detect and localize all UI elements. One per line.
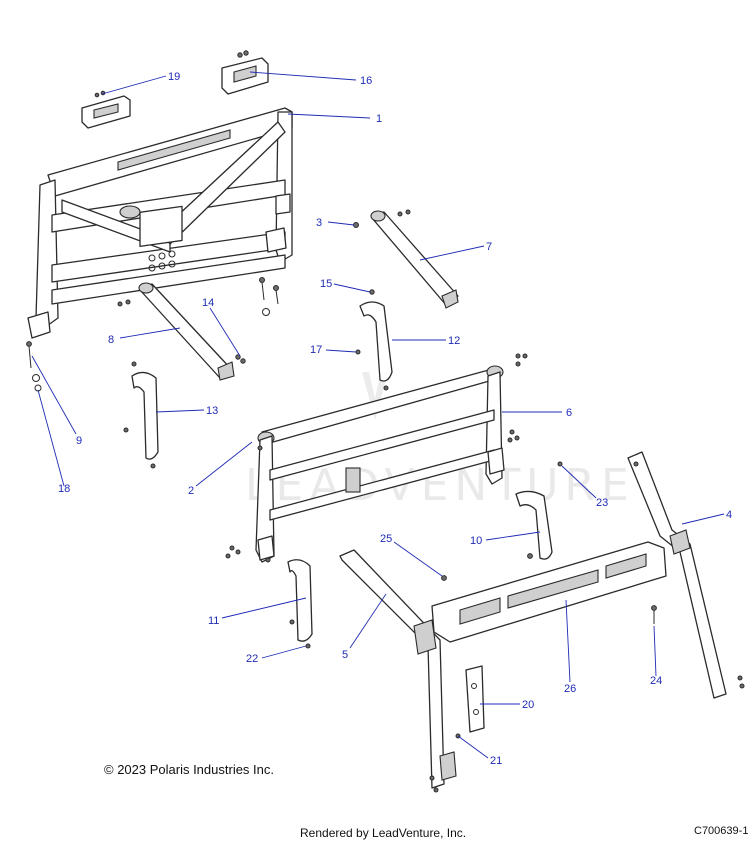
part-3-bolt[interactable] [353,222,359,228]
part-20-bracket[interactable] [465,665,485,733]
part-5-front-pillar[interactable] [339,549,457,793]
part-25-fastener[interactable] [441,575,447,581]
callout-1[interactable]: 1 [376,113,382,125]
callout-17[interactable]: 17 [310,344,322,356]
leader-lines [31,71,725,759]
callout-14[interactable]: 14 [202,297,214,309]
callout-18[interactable]: 18 [58,483,70,495]
center-bolts[interactable] [259,277,279,316]
part-13-grab-handle[interactable] [123,361,159,469]
part-14-fasteners[interactable] [235,354,246,364]
cab-frame-fasteners[interactable] [225,353,528,563]
callout-16[interactable]: 16 [360,75,372,87]
part-4-rear-pillar[interactable] [627,451,745,699]
part-11-grab-handle[interactable] [287,559,313,642]
part-17-fastener[interactable] [355,349,361,355]
part-1-rear-frame[interactable] [27,107,293,339]
rendered-by-text: Rendered by LeadVenture, Inc. [300,826,467,840]
callout-25[interactable]: 25 [380,533,392,545]
callout-labels: 1 2 3 4 5 6 7 8 9 10 11 12 13 14 15 16 1… [58,71,732,767]
callout-15[interactable]: 15 [320,278,332,290]
part-7-brace[interactable] [370,209,459,309]
callout-22[interactable]: 22 [246,653,258,665]
callout-11[interactable]: 11 [208,615,219,627]
callout-5[interactable]: 5 [342,649,348,661]
part-26-header-panel[interactable] [431,541,667,643]
part-15-fastener[interactable] [369,289,375,295]
part-6-cab-frame[interactable] [255,365,505,563]
callout-26[interactable]: 26 [564,683,576,695]
callout-9[interactable]: 9 [76,435,82,447]
part-16-light-housing[interactable] [221,50,269,95]
copyright-text: © 2023 Polaris Industries Inc. [104,762,274,777]
part-8-brace[interactable] [117,282,235,381]
callout-21[interactable]: 21 [490,755,502,767]
part-22-fastener[interactable] [305,643,311,649]
part-19-small-housing[interactable] [81,90,131,129]
callout-3[interactable]: 3 [316,217,322,229]
callout-8[interactable]: 8 [108,334,114,346]
part-24-fastener[interactable] [651,605,657,624]
watermark-logo [362,372,388,420]
callout-13[interactable]: 13 [206,405,218,417]
callout-7[interactable]: 7 [486,241,492,253]
callout-2[interactable]: 2 [188,485,194,497]
part-23-fastener[interactable] [557,461,563,467]
part-10-grab-handle[interactable] [515,490,553,560]
callout-19[interactable]: 19 [168,71,180,83]
callout-20[interactable]: 20 [522,699,534,711]
callout-23[interactable]: 23 [596,497,608,509]
callout-10[interactable]: 10 [470,535,482,547]
drawing-code: C700639-1 [694,825,749,837]
callout-12[interactable]: 12 [448,335,460,347]
callout-24[interactable]: 24 [650,675,662,687]
callout-6[interactable]: 6 [566,407,572,419]
callout-4[interactable]: 4 [726,509,732,521]
part-12-grab-handle[interactable] [359,301,393,391]
part-9-bolt[interactable] [26,341,32,369]
part-18-washer[interactable] [32,374,42,392]
part-2-fastener[interactable] [257,445,263,451]
